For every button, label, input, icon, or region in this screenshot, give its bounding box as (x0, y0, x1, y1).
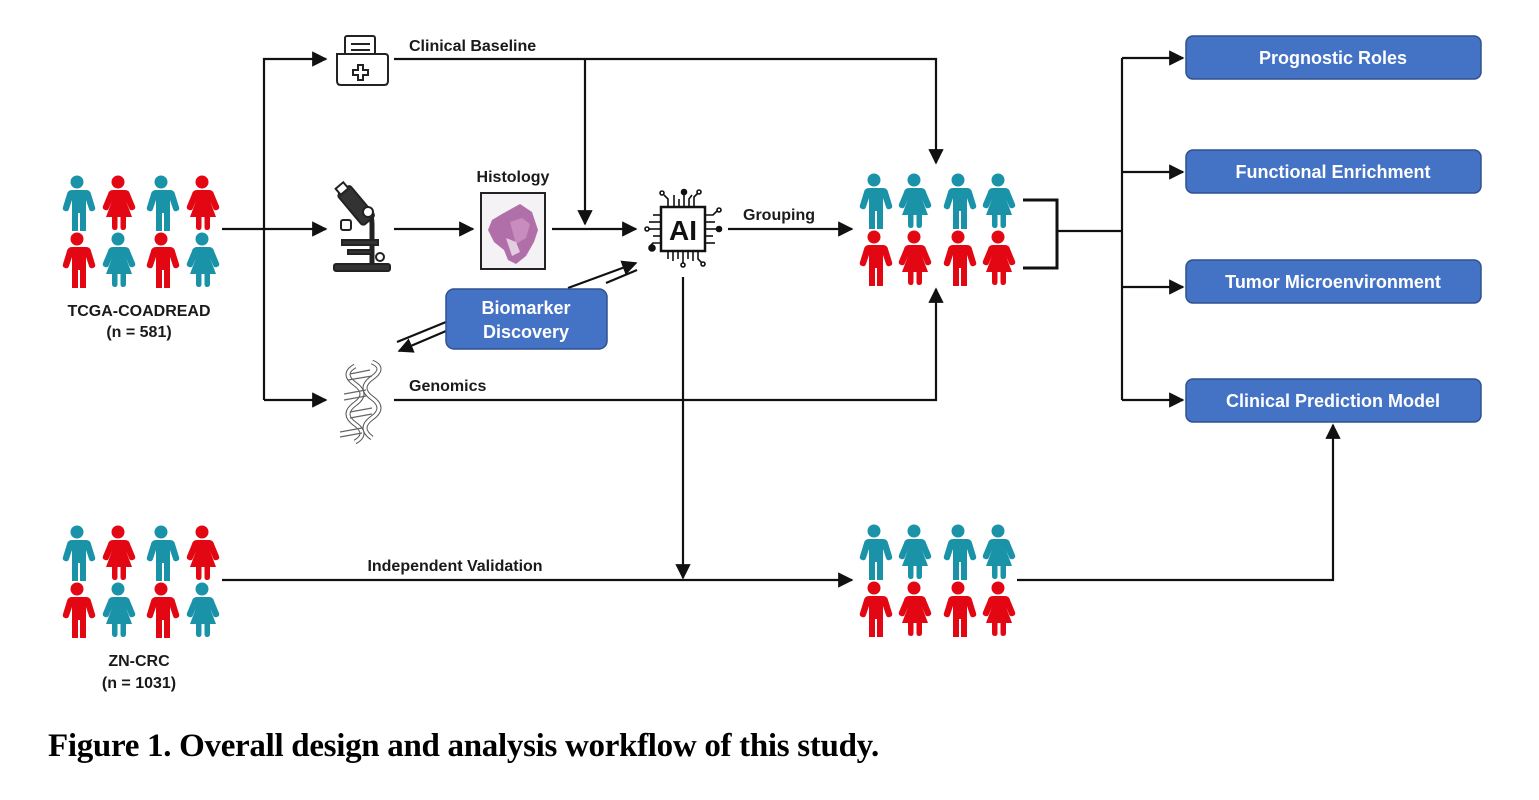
clinical-connector (394, 57, 944, 226)
validation-to-model-connector (1017, 423, 1341, 582)
validation-cohort-people-icon (62, 525, 220, 638)
training-cohort-n: (n = 581) (106, 324, 171, 341)
training-cohort-people-icon (62, 175, 220, 288)
genomics-connector (394, 287, 944, 402)
ai-chip-label: AI (669, 215, 697, 246)
training-branch-connector (222, 51, 328, 408)
biomarker-arrows (396, 260, 638, 353)
output-branch-connector (1120, 50, 1185, 408)
svg-text:Tumor Microenvironment: Tumor Microenvironment (1225, 272, 1441, 292)
output-clinical-prediction-model: Clinical Prediction Model (1185, 378, 1482, 423)
workflow-diagram: TCGA-COADREAD (n = 581) Clinical Baselin… (62, 35, 1482, 692)
svg-text:Prognostic Roles: Prognostic Roles (1259, 48, 1407, 68)
svg-text:Clinical Prediction Model: Clinical Prediction Model (1226, 391, 1440, 411)
medical-folder-icon (336, 35, 389, 86)
histology-label: Histology (477, 169, 550, 186)
svg-text:Functional Enrichment: Functional Enrichment (1235, 162, 1430, 182)
training-cohort-name: TCGA-COADREAD (67, 303, 210, 320)
validation-high-risk-group-icon (859, 524, 1016, 580)
dna-helix-icon (339, 359, 382, 445)
microscope-icon (333, 180, 391, 272)
validation-low-risk-group-icon (859, 581, 1016, 637)
high-risk-group-icon (859, 173, 1016, 229)
grouping-label: Grouping (743, 207, 815, 224)
clinical-baseline-label: Clinical Baseline (409, 38, 536, 55)
biomarker-line1: Biomarker (481, 298, 570, 318)
low-risk-group-icon (859, 230, 1016, 286)
validation-cohort-n: (n = 1031) (102, 675, 176, 692)
group-bracket (1023, 198, 1122, 270)
output-prognostic-roles: Prognostic Roles (1185, 35, 1482, 80)
output-functional-enrichment: Functional Enrichment (1185, 149, 1482, 194)
output-tumor-microenvironment: Tumor Microenvironment (1185, 259, 1482, 304)
biomarker-discovery-box: Biomarker Discovery (445, 288, 608, 350)
independent-validation-label: Independent Validation (367, 558, 542, 575)
genomics-label: Genomics (409, 378, 486, 395)
he-slide-thumbnail (480, 192, 546, 270)
ai-chip-icon (644, 188, 723, 268)
validation-cohort-name: ZN-CRC (108, 653, 170, 670)
figure-caption: Figure 1. Overall design and analysis wo… (48, 728, 879, 764)
biomarker-line2: Discovery (483, 322, 569, 342)
